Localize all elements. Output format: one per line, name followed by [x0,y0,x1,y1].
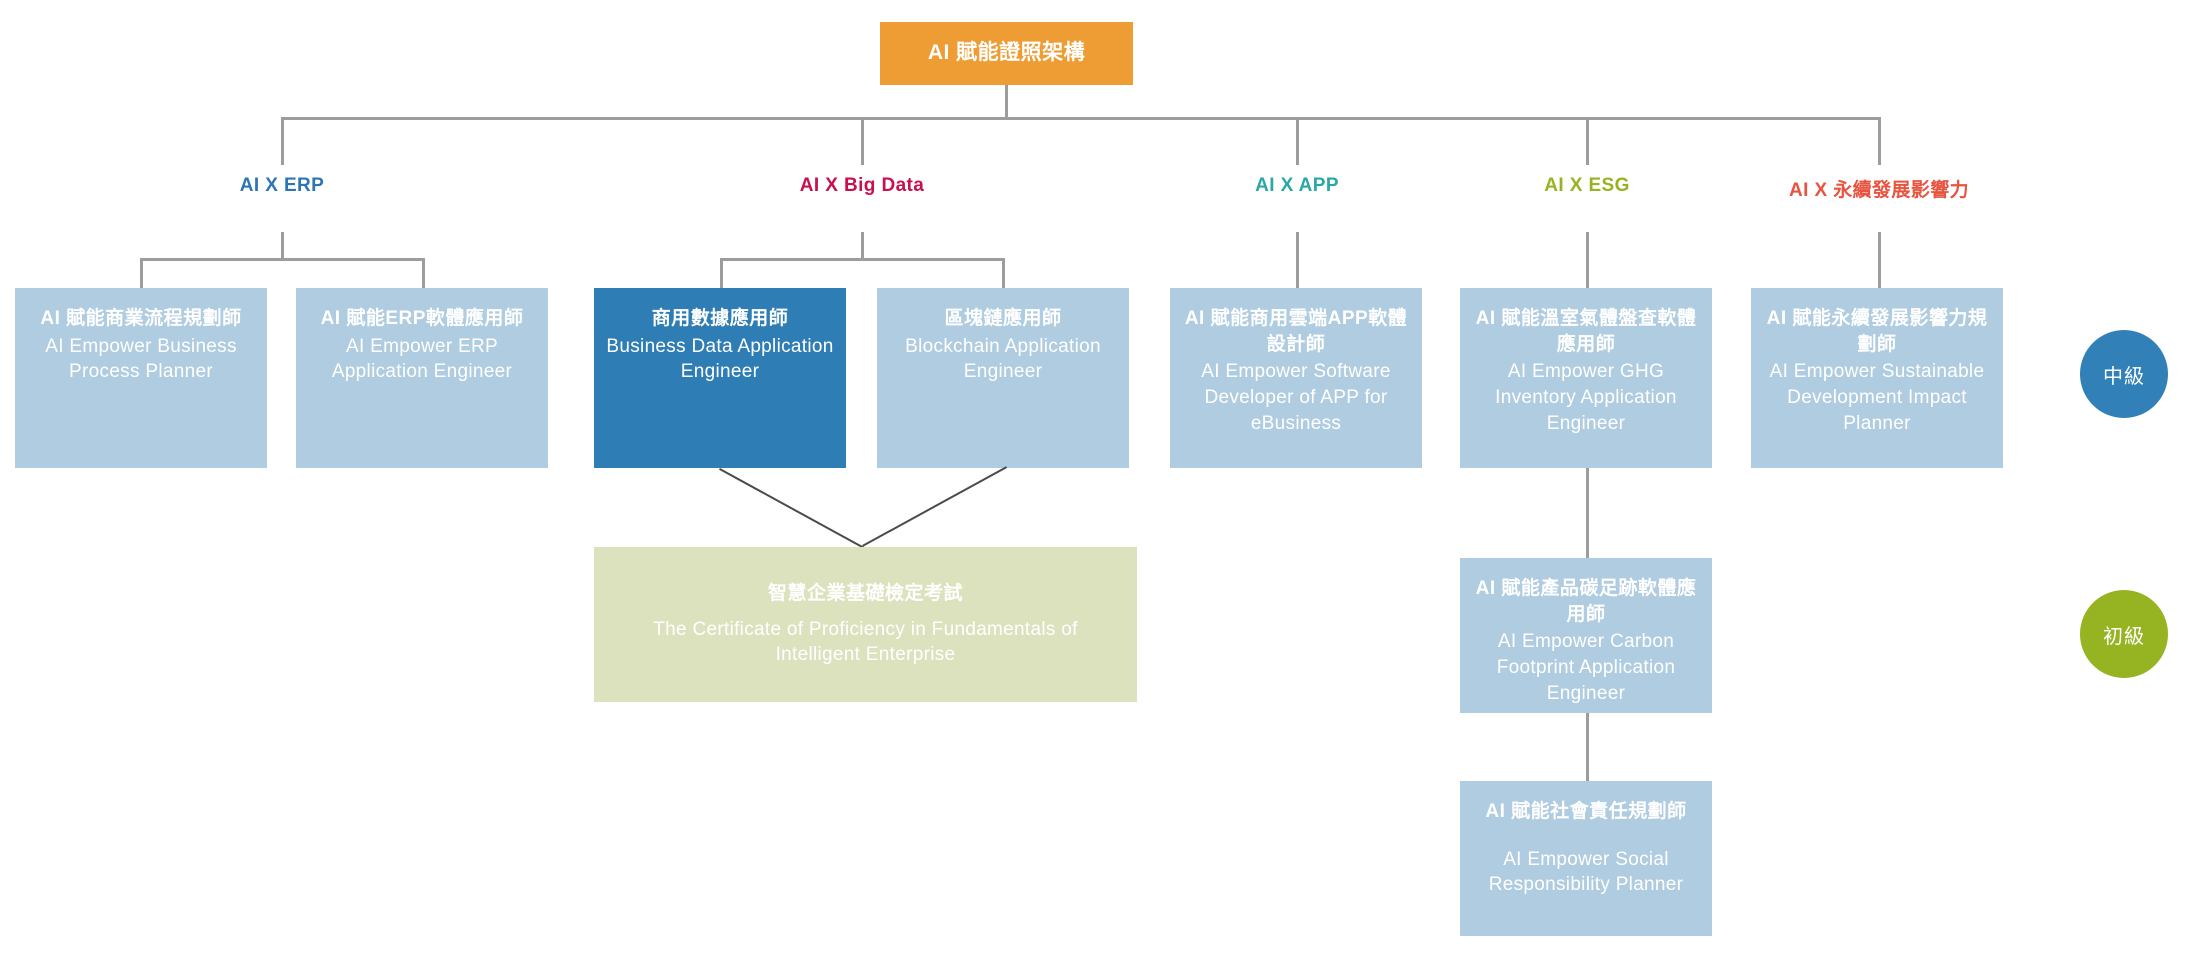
certificate-box-ghg-inventory-engineer[interactable]: AI 賦能溫室氣體盤查軟體應用師 AI Empower GHG Inventor… [1460,288,1712,468]
connector-bigdata-right-drop [1002,258,1005,288]
certificate-title-en: AI Empower Business Process Planner [45,335,237,383]
certificate-title-zh: 區塊鏈應用師 [944,308,1062,329]
certificate-title-en: Blockchain Application Engineer [905,335,1101,383]
certificate-box-carbon-footprint-engineer[interactable]: AI 賦能產品碳足跡軟體應用師 AI Empower Carbon Footpr… [1460,558,1712,713]
foundation-title-en: The Certificate of Proficiency in Fundam… [653,618,1078,666]
level-badge-beginner[interactable]: 初級 [2080,590,2168,678]
certificate-title-en: AI Empower Social Responsibility Planner [1488,848,1684,896]
level-badge-beginner-text: 初級 [2103,625,2145,648]
connector-drop-app [1296,117,1299,165]
certificate-title-zh: AI 賦能溫室氣體盤查軟體應用師 [1475,308,1697,355]
certificate-title-en: AI Empower GHG Inventory Application Eng… [1495,361,1677,434]
certificate-box-business-data-application-engineer[interactable]: 商用數據應用師 Business Data Application Engine… [594,288,846,468]
connector-erp-bar [140,258,425,261]
category-label-app-text: AI X APP [1255,175,1339,196]
foundation-title-zh: 智慧企業基礎檢定考試 [767,583,963,605]
level-badge-intermediate[interactable]: 中級 [2080,330,2168,418]
connector-erp-stem [281,232,284,260]
root-node-title: AI 賦能證照架構 [927,41,1086,65]
connector-sustain-drop [1878,232,1881,288]
connector-root-stem [1005,85,1008,119]
connector-bigdata-left-drop [720,258,723,288]
certificate-title-zh: AI 賦能產品碳足跡軟體應用師 [1475,578,1697,625]
category-label-bigdata[interactable]: AI X Big Data [800,175,925,197]
category-label-erp-text: AI X ERP [239,175,325,196]
connector-esg-drop [1586,232,1589,288]
certificate-box-app-software-designer[interactable]: AI 賦能商用雲端APP軟體設計師 AI Empower Software De… [1170,288,1422,468]
certificate-title-zh: AI 賦能社會責任規劃師 [1485,801,1687,822]
category-label-esg-text: AI X ESG [1544,175,1630,196]
certificate-box-sustainable-development-planner[interactable]: AI 賦能永續發展影響力規劃師 AI Empower Sustainable D… [1751,288,2003,468]
category-label-bigdata-text: AI X Big Data [799,175,925,196]
category-label-esg[interactable]: AI X ESG [1544,175,1630,197]
level-badge-intermediate-text: 中級 [2103,365,2145,388]
certificate-title-en: AI Empower Sustainable Development Impac… [1769,361,1985,434]
certificate-title-en: Business Data Application Engineer [606,335,834,383]
connector-app-drop [1296,232,1299,288]
certificate-title-en: AI Empower Carbon Footprint Application … [1496,631,1676,704]
certificate-title-zh: AI 賦能商業流程規劃師 [40,308,242,329]
connector-drop-esg [1586,117,1589,165]
certificate-box-social-responsibility-planner[interactable]: AI 賦能社會責任規劃師 AI Empower Social Responsib… [1460,781,1712,936]
connector-erp-right-drop [422,258,425,288]
certificate-box-erp-application-engineer[interactable]: AI 賦能ERP軟體應用師 AI Empower ERP Application… [296,288,548,468]
category-label-erp[interactable]: AI X ERP [240,175,325,197]
certificate-title-en: AI Empower ERP Application Engineer [331,335,513,383]
category-label-sustainability-text: AI X 永續發展影響力 [1788,180,1970,201]
connector-bigdata-to-foundation-right [862,466,1007,547]
connector-drop-bigdata [861,117,864,165]
connector-bigdata-stem [861,232,864,260]
certificate-title-zh: 商用數據應用師 [651,308,789,329]
category-label-app[interactable]: AI X APP [1255,175,1339,197]
foundation-exam-node[interactable]: 智慧企業基礎檢定考試 The Certificate of Proficienc… [594,547,1137,702]
certificate-box-business-process-planner[interactable]: AI 賦能商業流程規劃師 AI Empower Business Process… [15,288,267,468]
connector-bigdata-bar [720,258,1005,261]
connector-erp-left-drop [140,258,143,288]
connector-esg-chain-1 [1586,468,1589,558]
certificate-box-blockchain-application-engineer[interactable]: 區塊鏈應用師 Blockchain Application Engineer [877,288,1129,468]
category-label-sustainability[interactable]: AI X 永續發展影響力 [1789,175,1969,202]
certificate-title-zh: AI 賦能ERP軟體應用師 [320,308,524,329]
connector-drop-sustain [1878,117,1881,165]
connector-drop-erp [281,117,284,165]
connector-bigdata-to-foundation-left [719,468,864,549]
connector-esg-chain-2 [1586,713,1589,781]
certificate-title-zh: AI 賦能商用雲端APP軟體設計師 [1184,308,1408,355]
root-node-ai-certification-framework[interactable]: AI 賦能證照架構 [880,22,1133,85]
certificate-title-en: AI Empower Software Developer of APP for… [1201,361,1391,434]
connector-category-bus [281,117,1881,120]
certificate-title-zh: AI 賦能永續發展影響力規劃師 [1766,308,1988,355]
